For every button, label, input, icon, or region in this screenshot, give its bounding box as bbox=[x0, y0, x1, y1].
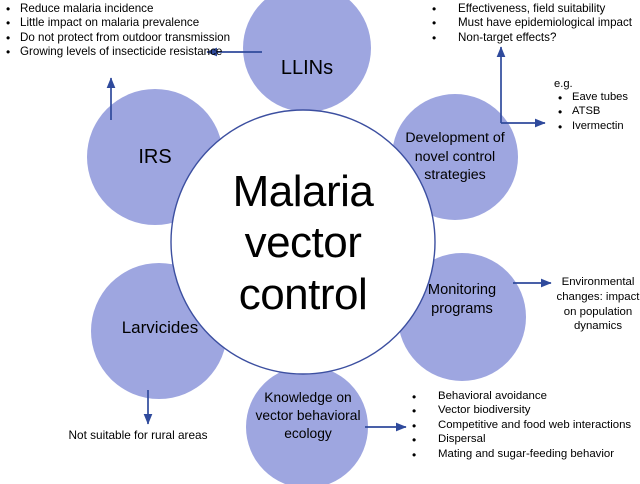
bullet-text: Growing levels of insecticide resistance bbox=[20, 45, 223, 59]
bullet-item: • Effectiveness, field suitability bbox=[432, 2, 640, 16]
annotation-novel-examples: e.g. • Eave tubes • ATSB • Ivermectin bbox=[552, 78, 640, 134]
bullet-dot-icon: • bbox=[412, 418, 417, 433]
bullet-item: • Vector biodiversity bbox=[412, 404, 640, 418]
bullet-text: Mating and sugar-feeding behavior bbox=[438, 447, 615, 460]
examples-label: e.g. bbox=[554, 78, 573, 90]
node-circle-monitoring[interactable] bbox=[398, 253, 526, 381]
bullet-item: • ATSB bbox=[558, 105, 640, 119]
bullet-dot-icon: • bbox=[6, 45, 11, 60]
bullet-text: Eave tubes bbox=[572, 91, 628, 103]
center-circle[interactable] bbox=[170, 109, 436, 375]
annotation-novel-bullets: • Effectiveness, field suitability • Must h… bbox=[432, 2, 640, 45]
bullet-dot-icon: • bbox=[6, 16, 11, 31]
bullet-text: Effectiveness, field suitability bbox=[458, 2, 606, 15]
bullet-item: • Behavioral avoidance bbox=[412, 390, 640, 404]
bullet-item: • Dispersal bbox=[412, 433, 640, 447]
annotation-novel-examples-list: • Eave tubes • ATSB • Ivermectin bbox=[558, 91, 640, 134]
bullet-dot-icon: • bbox=[6, 2, 11, 16]
annotation-larvicides-note: Not suitable for rural areas bbox=[68, 428, 208, 442]
bullet-text: Ivermectin bbox=[572, 119, 624, 132]
bullet-item: • Reduce malaria incidence bbox=[6, 2, 250, 16]
node-circle-knowledge[interactable] bbox=[246, 366, 368, 484]
bullet-text: Reduce malaria incidence bbox=[20, 2, 154, 15]
bullet-item: • Mating and sugar-feeding behavior bbox=[412, 448, 640, 462]
bullet-dot-icon: • bbox=[432, 2, 437, 16]
bullet-dot-icon: • bbox=[412, 433, 417, 448]
bullet-text: Competitive and food web interactions bbox=[438, 418, 632, 431]
bullet-item: • Must have epidemiological impact bbox=[432, 16, 640, 30]
bullet-text: Vector biodiversity bbox=[438, 404, 531, 417]
annotation-knowledge-bullets: • Behavioral avoidance • Vector biodiversit… bbox=[412, 390, 640, 462]
bullet-item: • Non-target effects? bbox=[432, 31, 640, 45]
bullet-text: Dispersal bbox=[438, 433, 486, 446]
bullet-item: • Do not protect from outdoor transmissio… bbox=[6, 31, 250, 45]
node-circle-llins[interactable] bbox=[243, 0, 371, 112]
bullet-item: • Competitive and food web interactions bbox=[412, 419, 640, 433]
bullet-item: • Ivermectin bbox=[558, 120, 640, 134]
bullet-text: Non-target effects? bbox=[458, 30, 557, 44]
bullet-dot-icon: • bbox=[412, 390, 417, 404]
bullet-dot-icon: • bbox=[432, 16, 437, 31]
bullet-dot-icon: • bbox=[412, 404, 417, 419]
bullet-text: Behavioral avoidance bbox=[438, 390, 547, 402]
bullet-item: • Little impact on malaria prevalence bbox=[6, 16, 250, 30]
bullet-dot-icon: • bbox=[412, 447, 417, 462]
bullet-dot-icon: • bbox=[558, 91, 563, 105]
bullet-item: • Eave tubes bbox=[558, 91, 640, 105]
bullet-dot-icon: • bbox=[6, 30, 11, 45]
annotation-llins-bullets: • Reduce malaria incidence • Little impact … bbox=[6, 2, 250, 60]
bullet-dot-icon: • bbox=[558, 105, 563, 120]
annotation-monitoring-note: Environmental changes: impact on populat… bbox=[556, 276, 640, 333]
bullet-dot-icon: • bbox=[558, 119, 563, 134]
bullet-text: Little impact on malaria prevalence bbox=[20, 16, 200, 30]
bullet-text: Do not protect from outdoor transmission bbox=[20, 30, 231, 44]
bullet-item: • Growing levels of insecticide resistanc… bbox=[6, 45, 250, 59]
bullet-text: Must have epidemiological impact bbox=[458, 16, 632, 30]
bullet-text: ATSB bbox=[572, 105, 601, 118]
bullet-dot-icon: • bbox=[432, 30, 437, 45]
